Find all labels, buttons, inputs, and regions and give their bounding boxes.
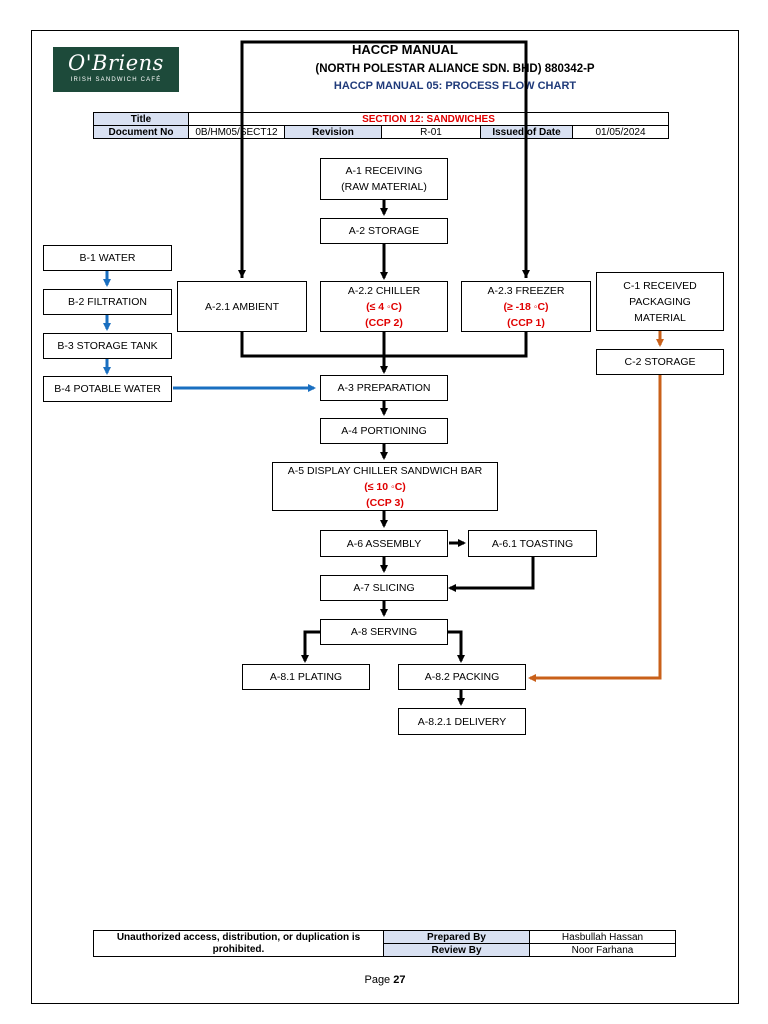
- step-a22-label: A-2.2 CHILLER: [347, 284, 421, 297]
- step-a5-label: A-5 DISPLAY CHILLER SANDWICH BAR: [287, 464, 483, 477]
- step-a5-temp: (≤ 10 ◦C): [364, 480, 406, 493]
- step-a22-temp: (≤ 4 ◦C): [366, 300, 402, 313]
- connector-a61-a7: [452, 557, 535, 590]
- issue-date-value: 01/05/2024: [572, 125, 669, 139]
- revision-label: Revision: [284, 125, 382, 139]
- step-a8-serving: A-8 SERVING: [320, 619, 448, 645]
- manual-subtitle: HACCP MANUAL 05: PROCESS FLOW CHART: [333, 80, 577, 92]
- confidential-notice: Unauthorized access, distribution, or du…: [93, 930, 384, 957]
- logo-tagline: IRISH SANDWICH CAFÉ: [70, 77, 162, 83]
- step-a1-line1: A-1 RECEIVING: [345, 165, 423, 177]
- step-a82-packing: A-8.2 PACKING: [398, 664, 526, 690]
- page-number: Page 27: [330, 974, 440, 986]
- approval-table: Unauthorized access, distribution, or du…: [93, 930, 676, 957]
- step-a7-slicing: A-7 SLICING: [320, 575, 448, 601]
- step-a21-ambient: A-2.1 AMBIENT: [177, 281, 307, 332]
- step-a821-delivery: A-8.2.1 DELIVERY: [398, 708, 526, 735]
- step-a23-ccp: (CCP 1): [507, 316, 545, 329]
- page-frame: [31, 30, 739, 1004]
- step-a6-assembly: A-6 ASSEMBLY: [320, 530, 448, 557]
- step-a4-portioning: A-4 PORTIONING: [320, 418, 448, 444]
- prepared-by-value: Hasbullah Hassan: [529, 930, 676, 944]
- step-a821-label: A-8.2.1 DELIVERY: [417, 715, 507, 728]
- step-a3-preparation: A-3 PREPARATION: [320, 375, 448, 401]
- step-c1-line2: PACKAGING: [629, 295, 691, 308]
- connector-a8-a82: [448, 630, 463, 660]
- page-label: Page: [364, 974, 391, 986]
- step-c1-line3: MATERIAL: [634, 311, 686, 324]
- review-by-label: Review By: [383, 943, 530, 957]
- connector-to-ambient: [240, 40, 528, 278]
- step-a2-storage: A-2 STORAGE: [320, 218, 448, 244]
- step-a61-toasting: A-6.1 TOASTING: [468, 530, 597, 557]
- step-a1-line2: (RAW MATERIAL): [341, 181, 427, 193]
- step-b3-label: B-3 STORAGE TANK: [57, 340, 158, 352]
- step-b2-filtration: B-2 FILTRATION: [43, 289, 172, 315]
- connector-c2-a82: [535, 375, 662, 680]
- step-a81-plating: A-8.1 PLATING: [242, 664, 370, 690]
- step-b1-water: B-1 WATER: [43, 245, 172, 271]
- step-a3-label: A-3 PREPARATION: [337, 382, 431, 394]
- page-number-value: 27: [393, 974, 406, 986]
- step-a23-label: A-2.3 FREEZER: [487, 284, 565, 297]
- step-b4-label: B-4 POTABLE WATER: [54, 383, 161, 395]
- step-a7-label: A-7 SLICING: [353, 582, 415, 594]
- step-a23-temp: (≥ -18 ◦C): [503, 300, 549, 313]
- step-a81-label: A-8.1 PLATING: [269, 671, 343, 683]
- logo-brand: O'Briens: [68, 51, 164, 75]
- step-a22-chiller: A-2.2 CHILLER (≤ 4 ◦C) (CCP 2): [320, 281, 448, 332]
- step-c2-label: C-2 STORAGE: [624, 356, 696, 368]
- step-a5-ccp: (CCP 3): [366, 496, 404, 509]
- title-label: Title: [93, 112, 189, 126]
- step-c1-line1: C-1 RECEIVED: [623, 279, 697, 292]
- step-b1-label: B-1 WATER: [79, 252, 136, 264]
- step-a1-receiving: A-1 RECEIVING (RAW MATERIAL): [320, 158, 448, 200]
- connector-a8-a81: [303, 630, 320, 660]
- step-b4-potable-water: B-4 POTABLE WATER: [43, 376, 172, 402]
- step-c1-received-packaging: C-1 RECEIVED PACKAGING MATERIAL: [596, 272, 724, 331]
- step-a6-label: A-6 ASSEMBLY: [346, 537, 422, 550]
- step-a4-label: A-4 PORTIONING: [341, 425, 427, 437]
- review-by-value: Noor Farhana: [529, 943, 676, 957]
- step-c2-storage: C-2 STORAGE: [596, 349, 724, 375]
- company-logo: O'Briens IRISH SANDWICH CAFÉ: [53, 47, 179, 92]
- step-a5-display-chiller: A-5 DISPLAY CHILLER SANDWICH BAR (≤ 10 ◦…: [272, 462, 498, 511]
- step-a22-ccp: (CCP 2): [365, 316, 403, 329]
- step-a8-label: A-8 SERVING: [350, 626, 418, 638]
- manual-title: HACCP MANUAL: [352, 42, 458, 57]
- step-b2-label: B-2 FILTRATION: [68, 296, 147, 308]
- step-a21-label: A-2.1 AMBIENT: [204, 300, 280, 313]
- step-a61-label: A-6.1 TOASTING: [491, 537, 574, 550]
- step-a2-label: A-2 STORAGE: [348, 225, 420, 237]
- document-no-label: Document No: [93, 125, 189, 139]
- step-b3-storage-tank: B-3 STORAGE TANK: [43, 333, 172, 359]
- step-a23-freezer: A-2.3 FREEZER (≥ -18 ◦C) (CCP 1): [461, 281, 591, 332]
- step-a82-label: A-8.2 PACKING: [424, 671, 500, 683]
- prepared-by-label: Prepared By: [383, 930, 530, 944]
